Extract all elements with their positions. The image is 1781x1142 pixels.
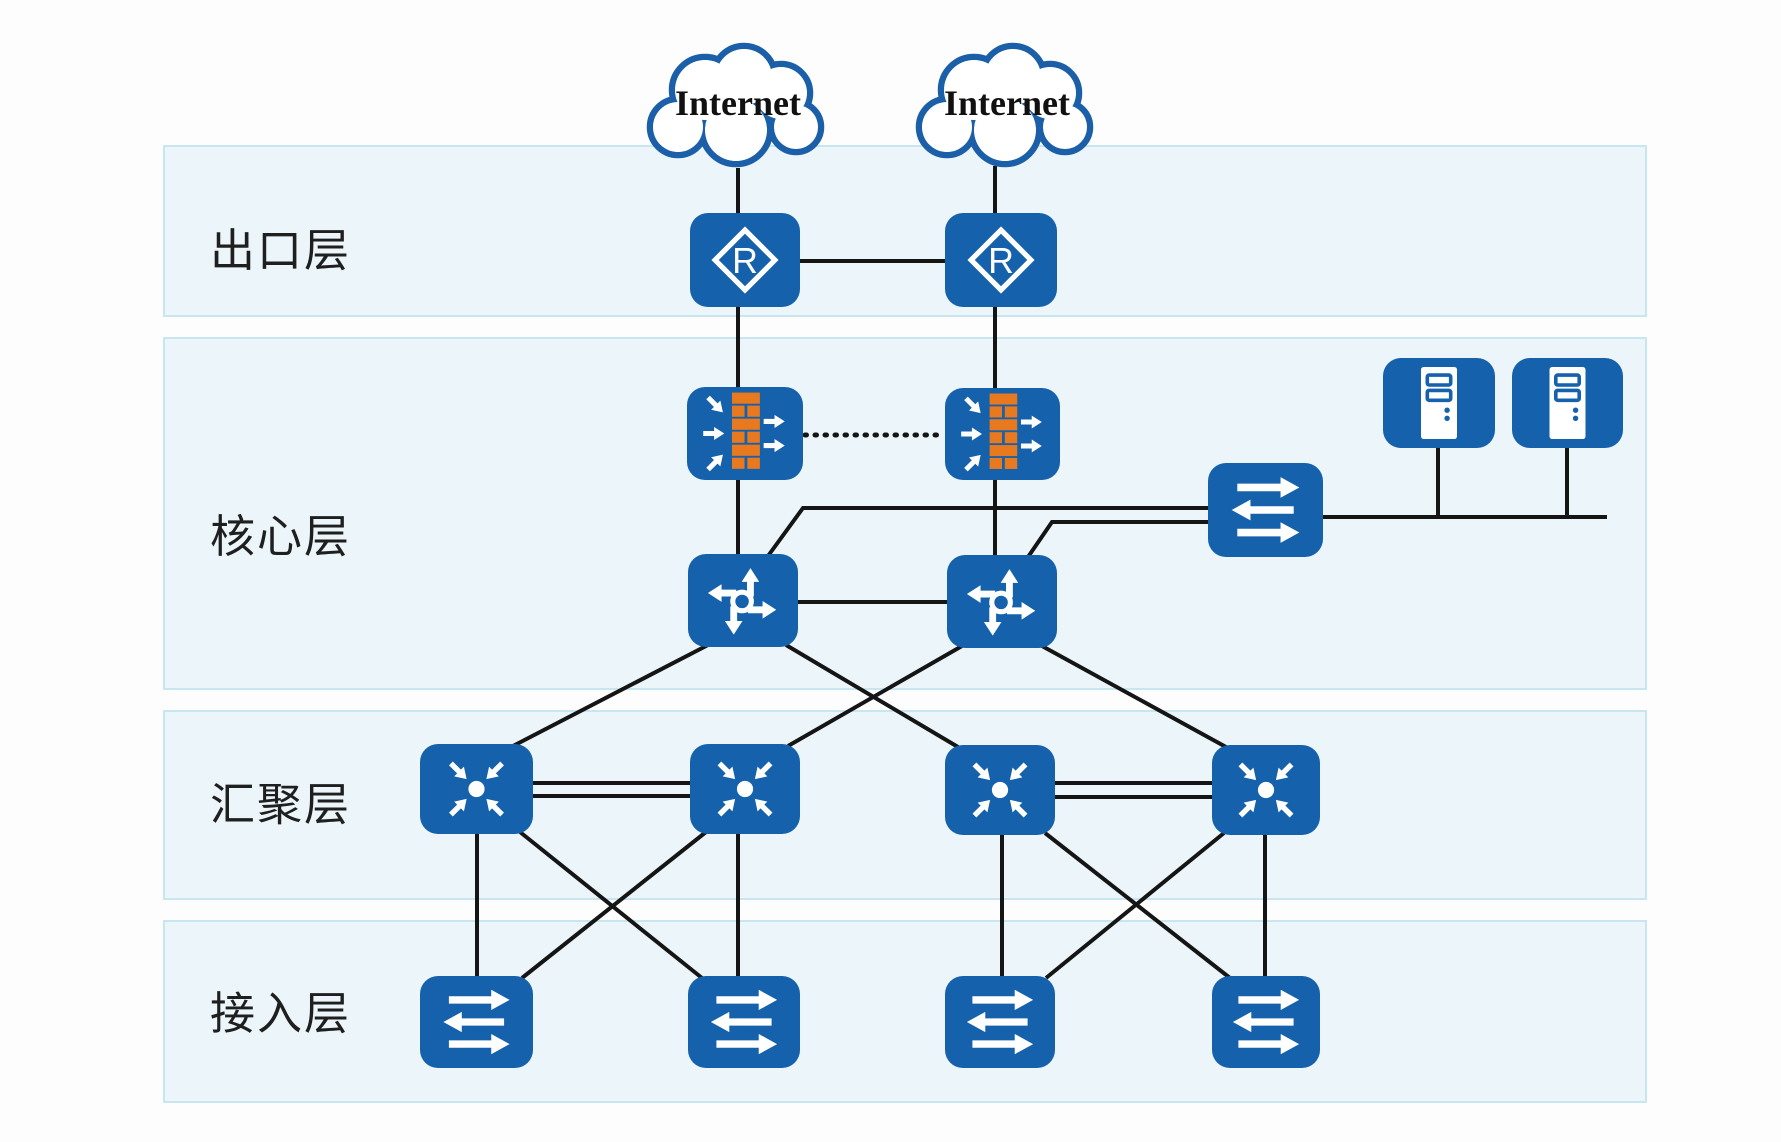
l2-switch-icon [945,976,1055,1068]
firewall-icon [945,388,1060,480]
l2-switch-icon [1212,976,1320,1068]
agg-switch-1 [420,744,533,834]
internet-cloud-1: Internet [646,42,825,168]
l3-switch-icon [688,554,798,647]
aggregation-layer-label: 汇聚层 [210,779,352,830]
aggregation-switch-icon [945,745,1055,835]
l3-switch-icon [947,555,1057,648]
band-egress-layer [163,145,1647,317]
egress-layer-label: 出口层 [210,225,352,276]
band-access-layer [163,920,1647,1103]
router-1 [690,213,800,307]
access-switch-1 [420,976,533,1068]
aggregation-switch-icon [1212,745,1320,835]
router-icon [690,213,800,307]
server-icon [1512,358,1623,448]
firewall-2 [945,388,1060,480]
internet-label-2: Internet [944,83,1070,123]
router-2 [945,213,1057,307]
server-1 [1383,358,1495,448]
l2-switch-icon [1208,463,1323,557]
agg-switch-4 [1212,745,1320,835]
server-icon [1383,358,1495,448]
server-switch [1208,463,1323,557]
core-layer-label: 核心层 [210,511,352,562]
core-switch-2 [947,555,1057,648]
access-switch-2 [688,976,800,1068]
core-switch-1 [688,554,798,647]
aggregation-switch-icon [690,744,800,834]
firewall-icon [687,387,803,480]
band-aggregation-layer [163,710,1647,900]
l2-switch-icon [420,976,533,1068]
server-2 [1512,358,1623,448]
access-switch-3 [945,976,1055,1068]
access-layer-label: 接入层 [210,988,352,1039]
agg-switch-2 [690,744,800,834]
l2-switch-icon [688,976,800,1068]
internet-cloud-2: Internet [915,42,1094,168]
aggregation-switch-icon [420,744,533,834]
router-icon [945,213,1057,307]
firewall-1 [687,387,803,480]
agg-switch-3 [945,745,1055,835]
access-switch-4 [1212,976,1320,1068]
internet-label-1: Internet [675,83,801,123]
